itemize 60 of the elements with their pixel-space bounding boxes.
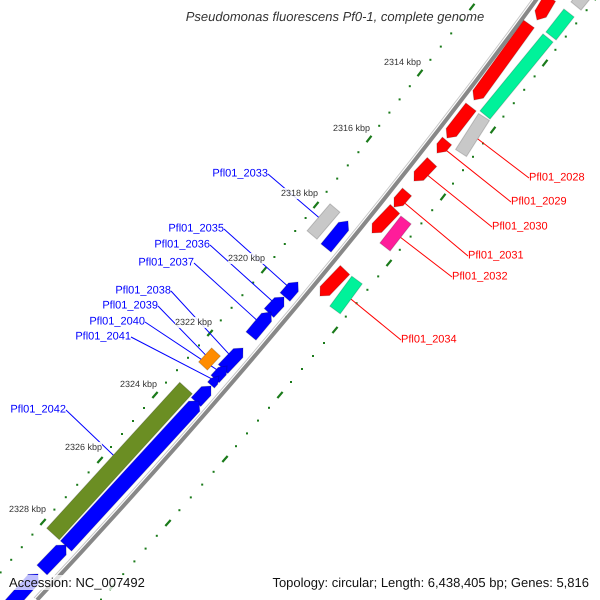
gene-label: Pfl01_2028: [529, 172, 585, 184]
gene-label: Pfl01_2029: [511, 196, 567, 208]
gene-feature: [190, 385, 212, 408]
scale-label: 2326 kbp: [65, 442, 102, 453]
scale-label: 2322 kbp: [175, 317, 212, 328]
leader-line: [350, 298, 402, 340]
gene-feature: [279, 281, 299, 302]
gene-block: [545, 8, 575, 41]
leader-line: [446, 150, 512, 202]
leader-line: [144, 322, 217, 370]
gene-block: [454, 112, 490, 158]
scale-label: 2314 kbp: [384, 57, 422, 68]
gene-label: Pfl01_2031: [468, 250, 524, 262]
gene-feature: [245, 311, 272, 341]
leader-line: [130, 336, 212, 379]
leader-line: [400, 237, 452, 278]
gene-feature: [320, 220, 350, 253]
scale-label: 2324 kbp: [120, 379, 158, 390]
gene-label: Pfl01_2041: [75, 330, 131, 344]
gene-label: Pfl01_2035: [168, 222, 224, 236]
gene-feature: [436, 136, 452, 154]
gene-label: Pfl01_2036: [154, 238, 210, 252]
gene-label: Pfl01_2030: [492, 220, 548, 234]
gene-block: [198, 347, 222, 371]
accession-text: Accession: NC_007492: [9, 575, 145, 590]
leader-line: [194, 262, 257, 320]
gene-label: Pfl01_2034: [401, 334, 457, 346]
gene-feature: [414, 156, 438, 182]
genome-summary-text: Topology: circular; Length: 6,438,405 bp; Genes: 5,816: [272, 575, 589, 590]
gene-feature: [534, 0, 556, 21]
scale-label: 2320 kbp: [228, 253, 266, 264]
leader-line: [158, 306, 206, 356]
gene-feature: [394, 187, 412, 208]
gene-label: Pfl01_2033: [212, 168, 268, 180]
gene-feature: [320, 264, 350, 297]
gene-feature: [218, 347, 244, 374]
gene-block: [329, 275, 363, 315]
gene-feature: [264, 296, 284, 318]
leader-line: [428, 175, 492, 228]
gene-label: Pfl01_2042: [10, 404, 66, 416]
gene-label: Pfl01_2040: [89, 316, 145, 328]
gene-block: [379, 215, 412, 252]
gene-block: [479, 33, 554, 120]
map-title: Pseudomonas fluorescens Pf0-1, complete genome: [186, 9, 484, 24]
leader-line: [404, 202, 468, 256]
gene-label: Pfl01_2039: [102, 300, 158, 312]
leader-line: [210, 244, 272, 302]
gene-block: [306, 203, 341, 240]
scale-label: 2328 kbp: [9, 504, 46, 515]
scale-label: 2316 kbp: [333, 123, 370, 134]
gene-label: Pfl01_2037: [138, 256, 194, 270]
leader-line: [477, 138, 530, 178]
gene-label: Pfl01_2038: [115, 284, 171, 298]
gene-feature: [36, 544, 67, 576]
gene-feature: [372, 204, 400, 234]
scale-label: 2318 kbp: [281, 188, 318, 199]
gene-feature: [206, 375, 220, 389]
leader-line: [66, 410, 114, 456]
gene-label: Pfl01_2032: [452, 270, 508, 284]
gene-feature: [446, 102, 477, 139]
